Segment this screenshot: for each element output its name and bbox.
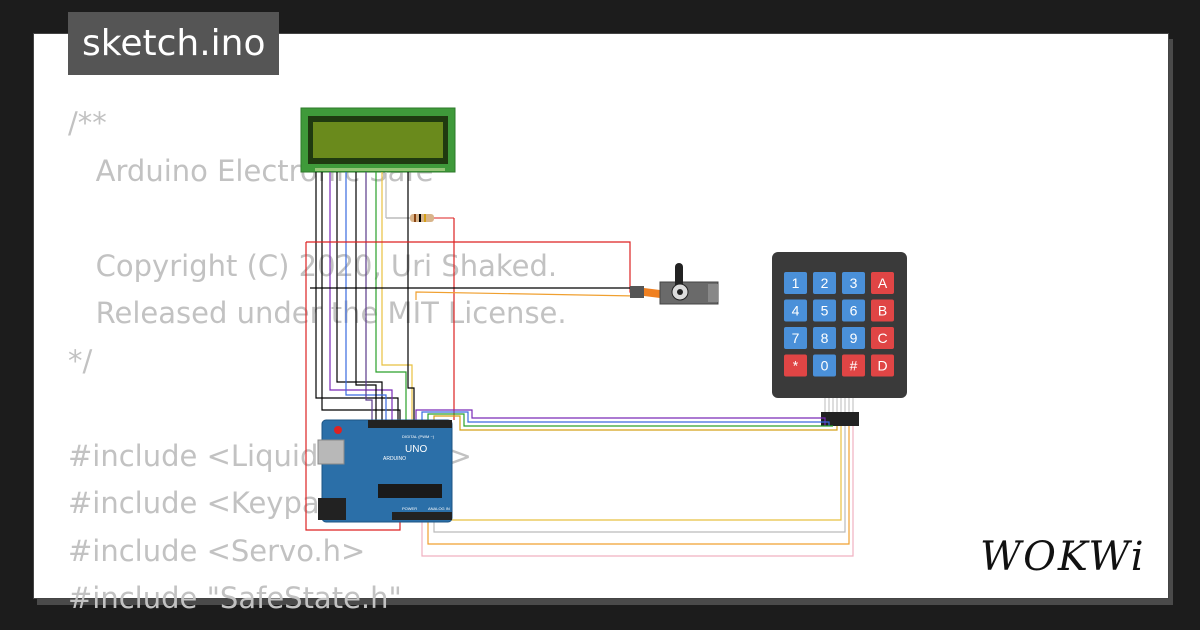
keypad-key-label: 4 — [792, 303, 800, 319]
keypad-key-label: 5 — [821, 303, 829, 319]
keypad-key-label: B — [878, 303, 887, 319]
usb-port — [317, 439, 345, 465]
wokwi-logo: WOKWi — [980, 534, 1146, 580]
keypad-key[interactable]: 2 — [813, 272, 836, 294]
keypad-key-label: 3 — [850, 275, 858, 291]
keypad-key[interactable]: 0 — [813, 354, 836, 377]
keypad-key-label: 8 — [821, 330, 829, 346]
keypad-key-label: # — [850, 358, 858, 374]
brand-text: WOKWi — [980, 534, 1146, 580]
keypad-key[interactable]: A — [871, 272, 894, 294]
keypad-key[interactable]: C — [871, 327, 894, 349]
servo-motor[interactable] — [630, 263, 719, 305]
atmega-chip — [378, 484, 442, 498]
keypad-key[interactable]: * — [784, 354, 807, 377]
keypad-key[interactable]: # — [842, 354, 865, 377]
keypad-key-label: C — [877, 330, 887, 346]
keypad[interactable]: 1 2 3 A 4 5 6 B 7 8 9 C * 0 # D — [772, 252, 907, 398]
keypad-key[interactable]: 9 — [842, 327, 865, 349]
lcd-wires — [305, 172, 639, 531]
code-line: Released under the MIT License. — [68, 296, 567, 330]
power-label: POWER — [402, 506, 417, 511]
lcd-pin-header — [315, 168, 445, 171]
keypad-key[interactable]: 1 — [784, 272, 807, 294]
resistor[interactable] — [386, 214, 454, 222]
keypad-key[interactable]: 7 — [784, 327, 807, 349]
code-line: #include "SafeState.h" — [68, 581, 402, 615]
code-line: #include <Servo.h> — [68, 533, 366, 568]
keypad-key[interactable]: D — [871, 354, 894, 377]
keypad-key-label: 7 — [792, 330, 800, 346]
keypad-key-label: * — [793, 358, 799, 374]
filename-badge: sketch.ino — [68, 12, 280, 75]
keypad-key-label: 0 — [821, 358, 829, 374]
keypad-key-label: 2 — [821, 275, 829, 291]
board-logo: UNO — [405, 444, 427, 455]
analog-label: ANALOG IN — [428, 506, 450, 511]
keypad-key[interactable]: 3 — [842, 272, 865, 294]
keypad-key-label: 6 — [850, 303, 858, 319]
code-line: /** — [68, 106, 107, 140]
keypad-key-label: D — [877, 358, 887, 374]
keypad-key[interactable]: 5 — [813, 299, 836, 322]
keypad-key[interactable]: 4 — [784, 299, 807, 322]
arduino-uno-board[interactable]: UNO ARDUINO DIGITAL (PWM ~) ANALOG IN PO… — [317, 419, 453, 523]
keypad-wires — [415, 409, 854, 557]
keypad-key-label: 9 — [850, 330, 858, 346]
keypad-key[interactable]: B — [871, 299, 894, 322]
keypad-key-label: 1 — [792, 275, 800, 291]
keypad-key-label: A — [878, 275, 888, 291]
lcd-display[interactable] — [300, 107, 456, 173]
reset-button — [334, 426, 342, 434]
keypad-connector — [821, 398, 859, 426]
power-jack — [318, 498, 346, 520]
canvas-frame — [33, 33, 1169, 599]
code-line: Copyright (C) 2020, Uri Shaked. — [68, 248, 558, 283]
keypad-key[interactable]: 6 — [842, 299, 865, 322]
keypad-key[interactable]: 8 — [813, 327, 836, 349]
digital-label: DIGITAL (PWM ~) — [402, 434, 435, 439]
code-line: */ — [68, 343, 93, 378]
board-maker: ARDUINO — [383, 456, 406, 462]
